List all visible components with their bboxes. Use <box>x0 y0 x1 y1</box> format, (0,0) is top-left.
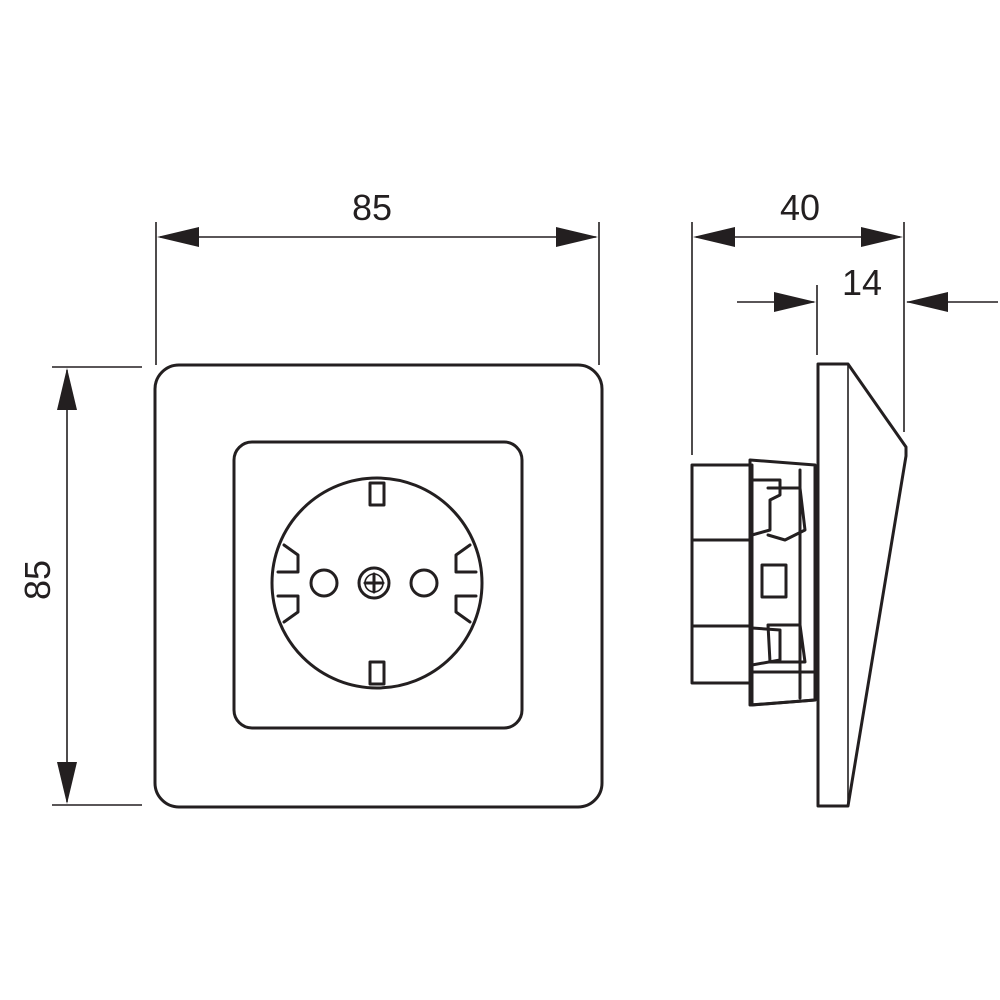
arrow-right-icon <box>861 227 903 247</box>
socket-outlet <box>270 476 484 690</box>
dimension-label-depth: 40 <box>780 187 820 228</box>
arrow-down-icon <box>57 762 77 804</box>
terminal-top <box>766 486 807 542</box>
earth-clip-bottom <box>368 660 386 686</box>
dimension-label-height: 85 <box>17 560 58 600</box>
arrow-left-icon <box>157 227 199 247</box>
dimension-label-width: 85 <box>352 187 392 228</box>
inner-frame <box>232 440 524 730</box>
insert-housing <box>748 458 817 707</box>
arrow-up-icon <box>57 368 77 410</box>
pin-hole-right <box>409 568 439 598</box>
front-view <box>153 363 604 809</box>
insert-mechanism <box>690 458 817 707</box>
arrow-right-icon <box>774 292 816 312</box>
dimension-side-depth: 40 <box>691 187 905 455</box>
side-guide-right-top <box>454 543 478 574</box>
arrow-left-icon <box>906 292 948 312</box>
outer-frame <box>153 363 604 809</box>
cover-plate-profile <box>816 362 908 808</box>
dimension-front-height: 85 <box>17 366 142 806</box>
dimension-front-width: 85 <box>155 187 600 365</box>
center-screw-icon <box>357 566 391 600</box>
pin-hole-left <box>309 568 339 598</box>
dimension-side-plate: 14 <box>737 262 998 355</box>
mounting-box-body <box>690 463 754 685</box>
side-view <box>690 362 908 808</box>
earth-clip-top <box>368 481 386 507</box>
side-guide-right-bottom <box>454 594 478 624</box>
side-guide-left-bottom <box>276 594 300 624</box>
arrow-right-icon <box>556 227 598 247</box>
side-guide-left-top <box>276 543 300 574</box>
terminal-bottom <box>750 626 782 667</box>
arrow-left-icon <box>693 227 735 247</box>
socket-recess <box>270 476 484 690</box>
terminal-middle <box>760 563 788 599</box>
dimension-label-plate: 14 <box>842 262 882 303</box>
